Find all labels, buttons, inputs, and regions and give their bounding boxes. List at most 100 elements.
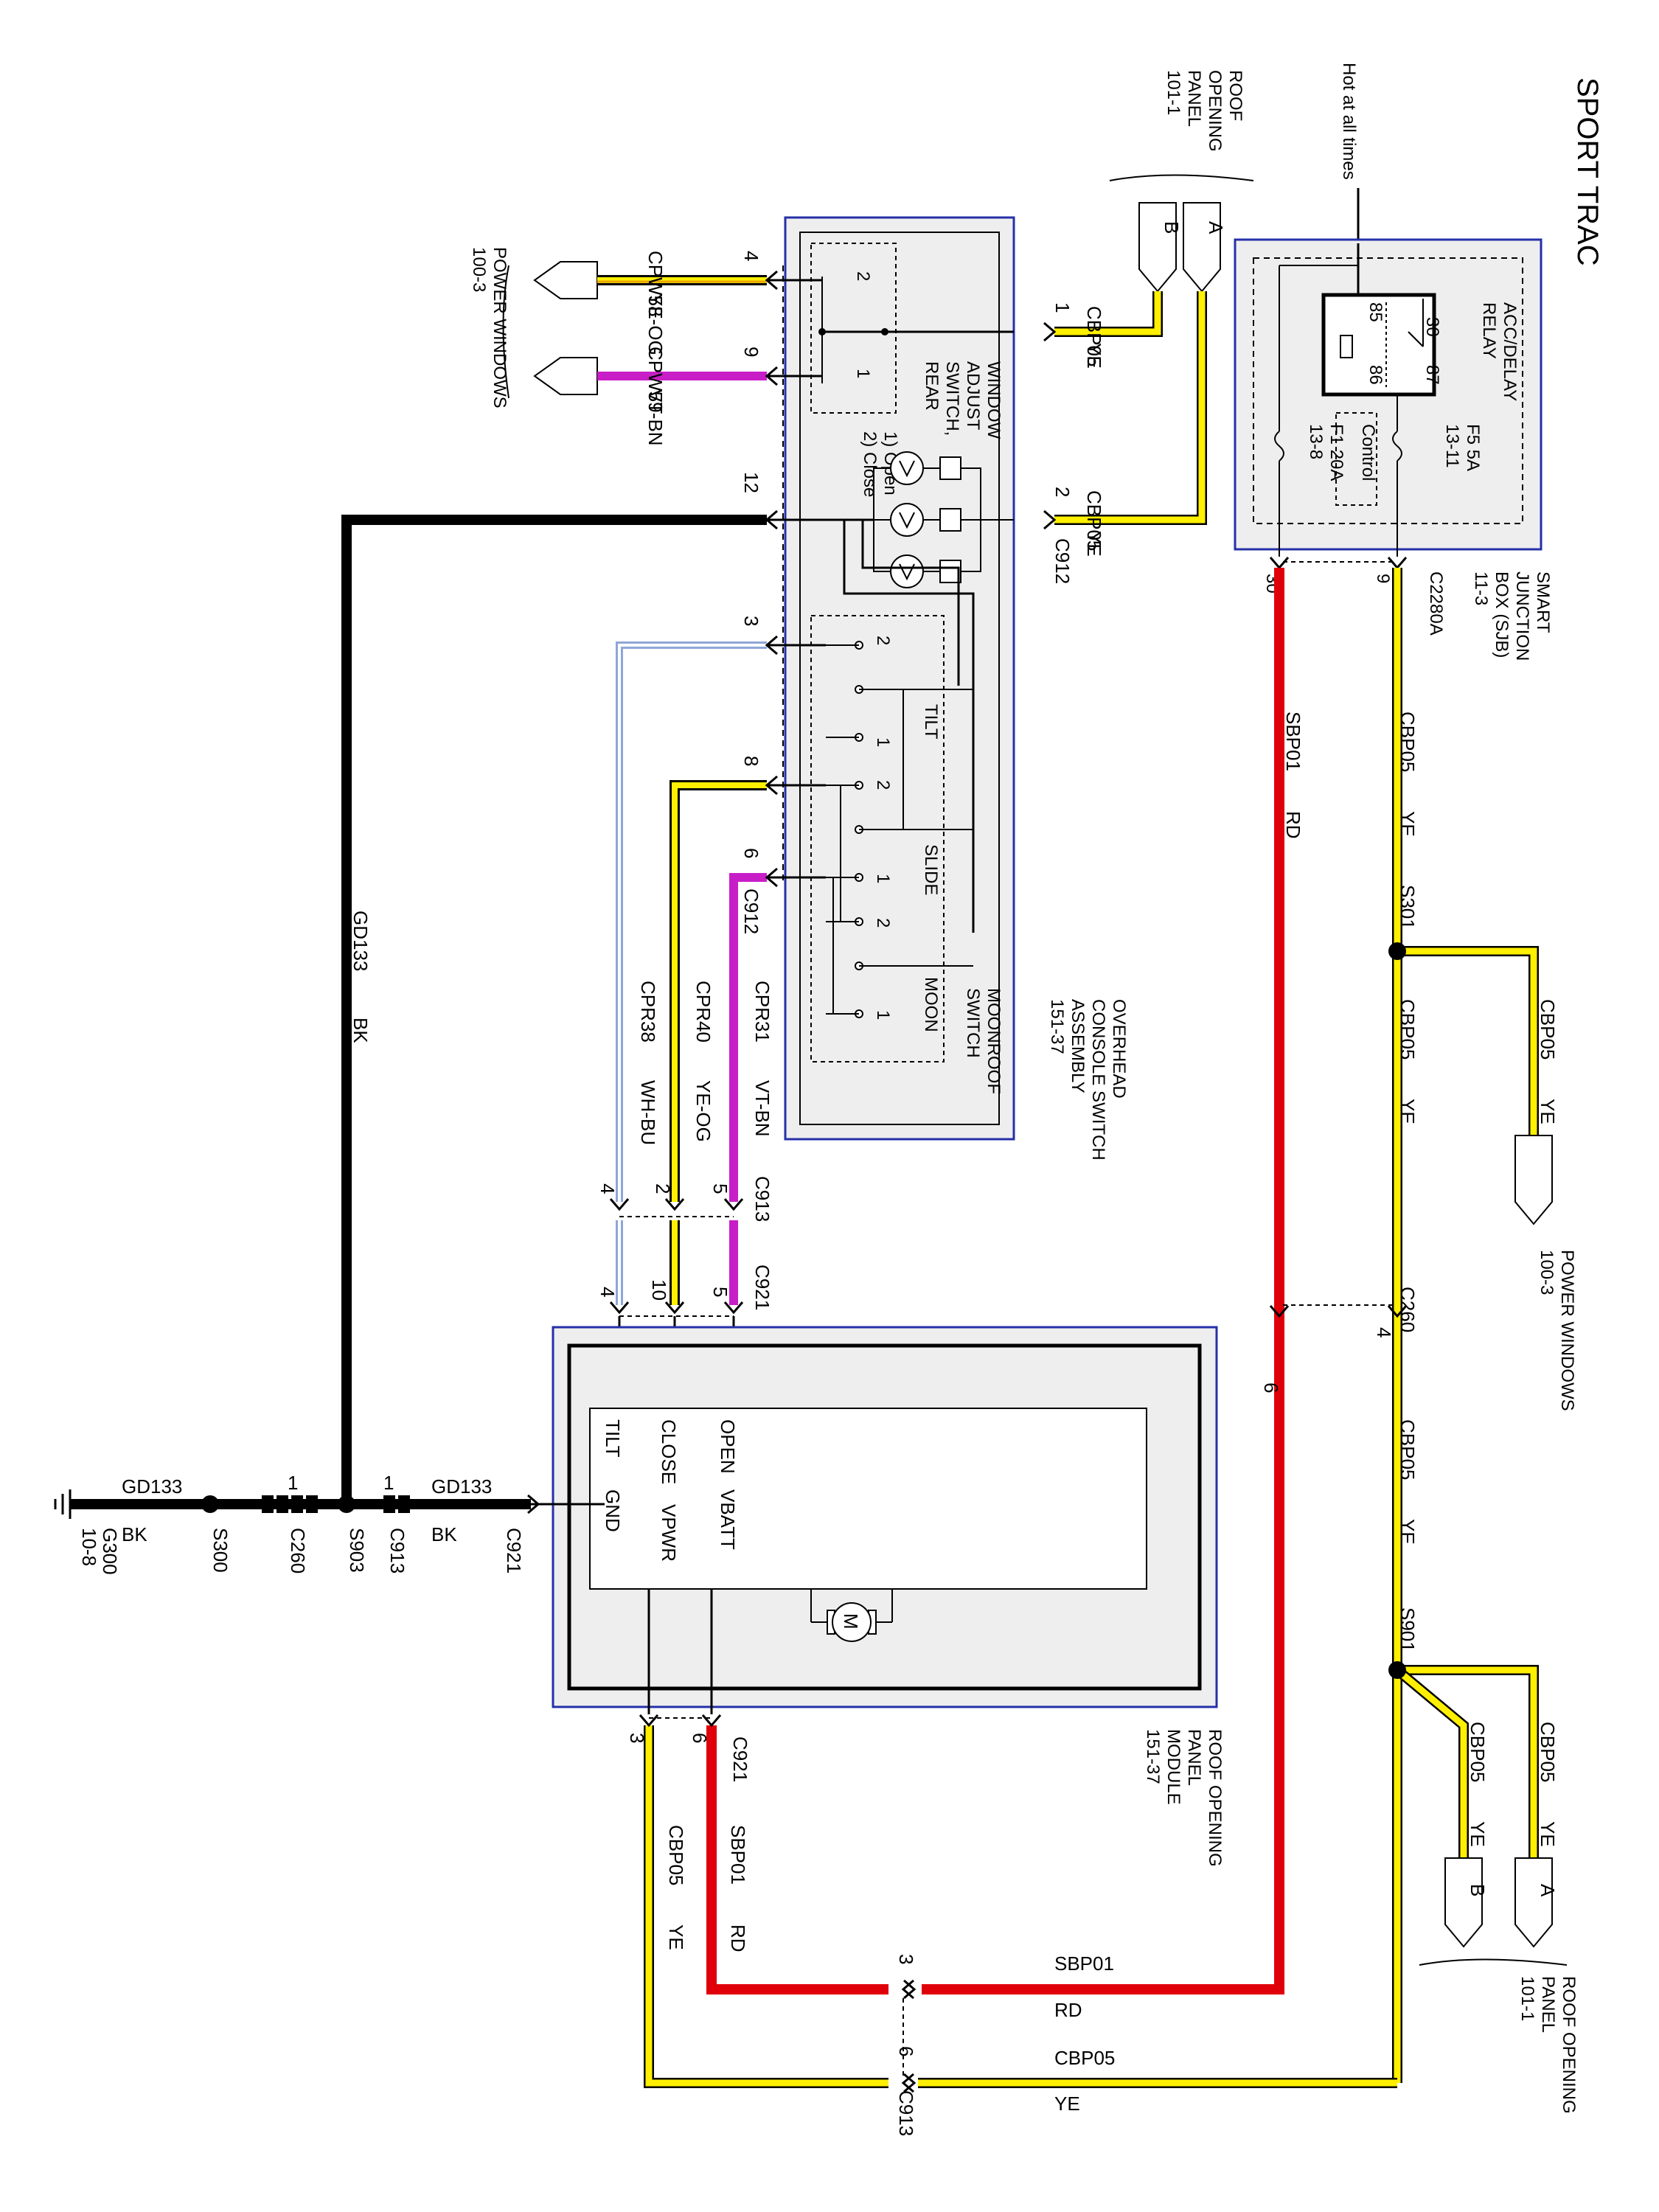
c260-pin-6: 6 [1260, 1382, 1282, 1393]
c921-top-p4: 4 [597, 1287, 619, 1297]
module-label-3: MODULE [1164, 1729, 1183, 1805]
cpr40-pin: 8 [740, 756, 762, 766]
module-pin-gnd: GND [602, 1489, 624, 1532]
ground-chain: GD133 BK GD133 BK C921 S903 C913 1 C260 … [54, 1472, 540, 1575]
module-pin-vpwr: VPWR [658, 1504, 680, 1562]
cpr38-circuit: CPR38 [637, 981, 659, 1043]
ground-label: G300 [99, 1528, 121, 1575]
c921-top-p10: 10 [648, 1279, 670, 1301]
bottom-wire-labels: CBP05 YE SBP01 RD SBP01 RD CBP05 YE 3 6 … [665, 1825, 1115, 2136]
cpr31-circuit: CPR31 [751, 981, 773, 1043]
cbp05-1-pin: 1 [1051, 302, 1074, 313]
roof-bottom-label-2: PANEL [1538, 1976, 1558, 2033]
cpw59-circuit: CPW59 [644, 347, 667, 413]
c921-gnd-label: C921 [503, 1528, 525, 1573]
c912-right-label: C912 [1051, 538, 1074, 584]
roof-bottom-b-connector [1444, 1857, 1483, 1948]
cbp05-vpwr-wire [645, 1725, 888, 2087]
sbp01-vbatt-color: RD [727, 1924, 749, 1952]
module-pin-close: CLOSE [658, 1419, 680, 1484]
console-feed-wires: CBP05 YE 1 CBP05 YE 2 C912 [1043, 291, 1207, 584]
c913-top-p2: 2 [652, 1183, 674, 1194]
acc-delay-relay [1321, 293, 1436, 397]
yellow-feed-wires [644, 568, 1539, 2088]
cpr40-wire [672, 782, 767, 1202]
c913-bot-label: C913 [895, 2090, 917, 2136]
fuse-f5 [1392, 431, 1402, 462]
sbp01-bottom-color: RD [1054, 1999, 1082, 2021]
cbp05-2-wire [1054, 291, 1206, 524]
s903-label: S903 [346, 1528, 368, 1573]
fuse-f1-label: F1 20A [1326, 424, 1346, 481]
slide-pin1: 1 [873, 874, 893, 883]
moonroof-label-2: SWITCH [963, 988, 983, 1058]
cbp05-2-color: YE [1083, 531, 1105, 557]
console-label-3: ASSEMBLY [1068, 999, 1088, 1093]
cbp05-s301a-circuit: CBP05 [1397, 999, 1419, 1060]
c260-gnd-label: C260 [287, 1528, 309, 1573]
gd133-h2-color: BK [122, 1523, 147, 1545]
cpr38-color: WH-BU [637, 1080, 659, 1145]
cpw58-color: YE-OG [644, 293, 667, 355]
sjb-inner-dashed [1253, 257, 1523, 524]
roof-opening-panel-top: ROOF OPENING PANEL 101-1 A B [1109, 70, 1254, 293]
cpr38-pin: 3 [740, 616, 762, 626]
fuse-f1-ref: 13-8 [1306, 424, 1326, 459]
slide-pin2: 2 [873, 780, 893, 790]
cbp05-bottom-circuit: CBP05 [1054, 2047, 1115, 2069]
cbp05-b-wire [1395, 1667, 1467, 1858]
gd133-h1-color: BK [431, 1523, 457, 1545]
fuse-f1 [1274, 431, 1284, 462]
sjb-pin-9: 9 [1373, 574, 1393, 583]
sjb-label-4: 11-3 [1471, 571, 1491, 605]
control-box [1335, 412, 1377, 506]
console-outer-box [784, 216, 1015, 1141]
roof-bottom-a-label: A [1537, 1884, 1559, 1897]
module-inner-box [567, 1343, 1202, 1691]
roof-top-a-connector [1183, 202, 1221, 293]
s301-label: S301 [1397, 885, 1419, 930]
cbp05-pw-color: YE [1537, 1099, 1559, 1124]
gd133-h2-circuit: GD133 [122, 1475, 182, 1498]
gd133-h1-circuit: GD133 [431, 1475, 492, 1498]
s901-label: S901 [1397, 1607, 1419, 1652]
c921-top-label: C921 [751, 1265, 773, 1310]
c913-gnd-pin: 1 [383, 1472, 394, 1494]
c913-gnd-label: C913 [386, 1528, 408, 1573]
tilt-pin1: 1 [873, 737, 893, 747]
c913-bot-p6: 6 [895, 2046, 917, 2056]
module-label-1: ROOF OPENING [1205, 1729, 1225, 1867]
power-windows-right: POWER WINDOWS 100-3 [1514, 1135, 1577, 1411]
motor-label: M [840, 1613, 862, 1630]
c912-left-label: C912 [740, 888, 762, 934]
module-pin-tilt: TILT [602, 1419, 624, 1458]
c921-bot-p3: 3 [626, 1733, 648, 1743]
moon-pin2: 2 [873, 918, 893, 928]
relay-pin-86: 86 [1366, 365, 1385, 385]
sjb-label-1: SMART [1533, 571, 1553, 633]
relay-pin-87: 87 [1422, 365, 1442, 385]
cbp05-c260-color: YE [1397, 1519, 1419, 1545]
relay-name-2: RELAY [1479, 302, 1499, 359]
motor-icon [832, 1602, 872, 1642]
module-logic-box [589, 1408, 1147, 1590]
cpw58-circuit: CPW58 [644, 251, 667, 317]
window-switch-label-3: SWITCH, [942, 361, 962, 436]
gd133-vertical: 12 GD133 BK [341, 472, 779, 1504]
cbp05-1-wire [1054, 291, 1161, 335]
cbp05-s301a-color: YE [1397, 1099, 1419, 1124]
s301-splice [1388, 942, 1406, 960]
console-label-4: 151-37 [1047, 999, 1067, 1054]
sbp01-bottom-circuit: SBP01 [1054, 1952, 1114, 1975]
switch-signal-wires: 3 8 6 C912 CPR38 WH-BU CPR40 YE-OG CPR31… [597, 616, 826, 1441]
s300-label: S300 [209, 1528, 232, 1573]
cbp05-c260-circuit: CBP05 [1397, 1419, 1419, 1480]
roof-bottom-a-connector [1514, 1857, 1553, 1948]
c913-top-p4: 4 [597, 1183, 619, 1194]
console-label-2: CONSOLE SWITCH [1088, 999, 1108, 1161]
cbp05-2-circuit: CBP05 [1083, 490, 1105, 551]
cbp05-1-circuit: CBP05 [1083, 306, 1105, 366]
tilt-label: TILT [921, 704, 941, 740]
window-switch-label-2: ADJUST [963, 361, 983, 431]
hot-note: Hot at all times [1339, 63, 1359, 180]
